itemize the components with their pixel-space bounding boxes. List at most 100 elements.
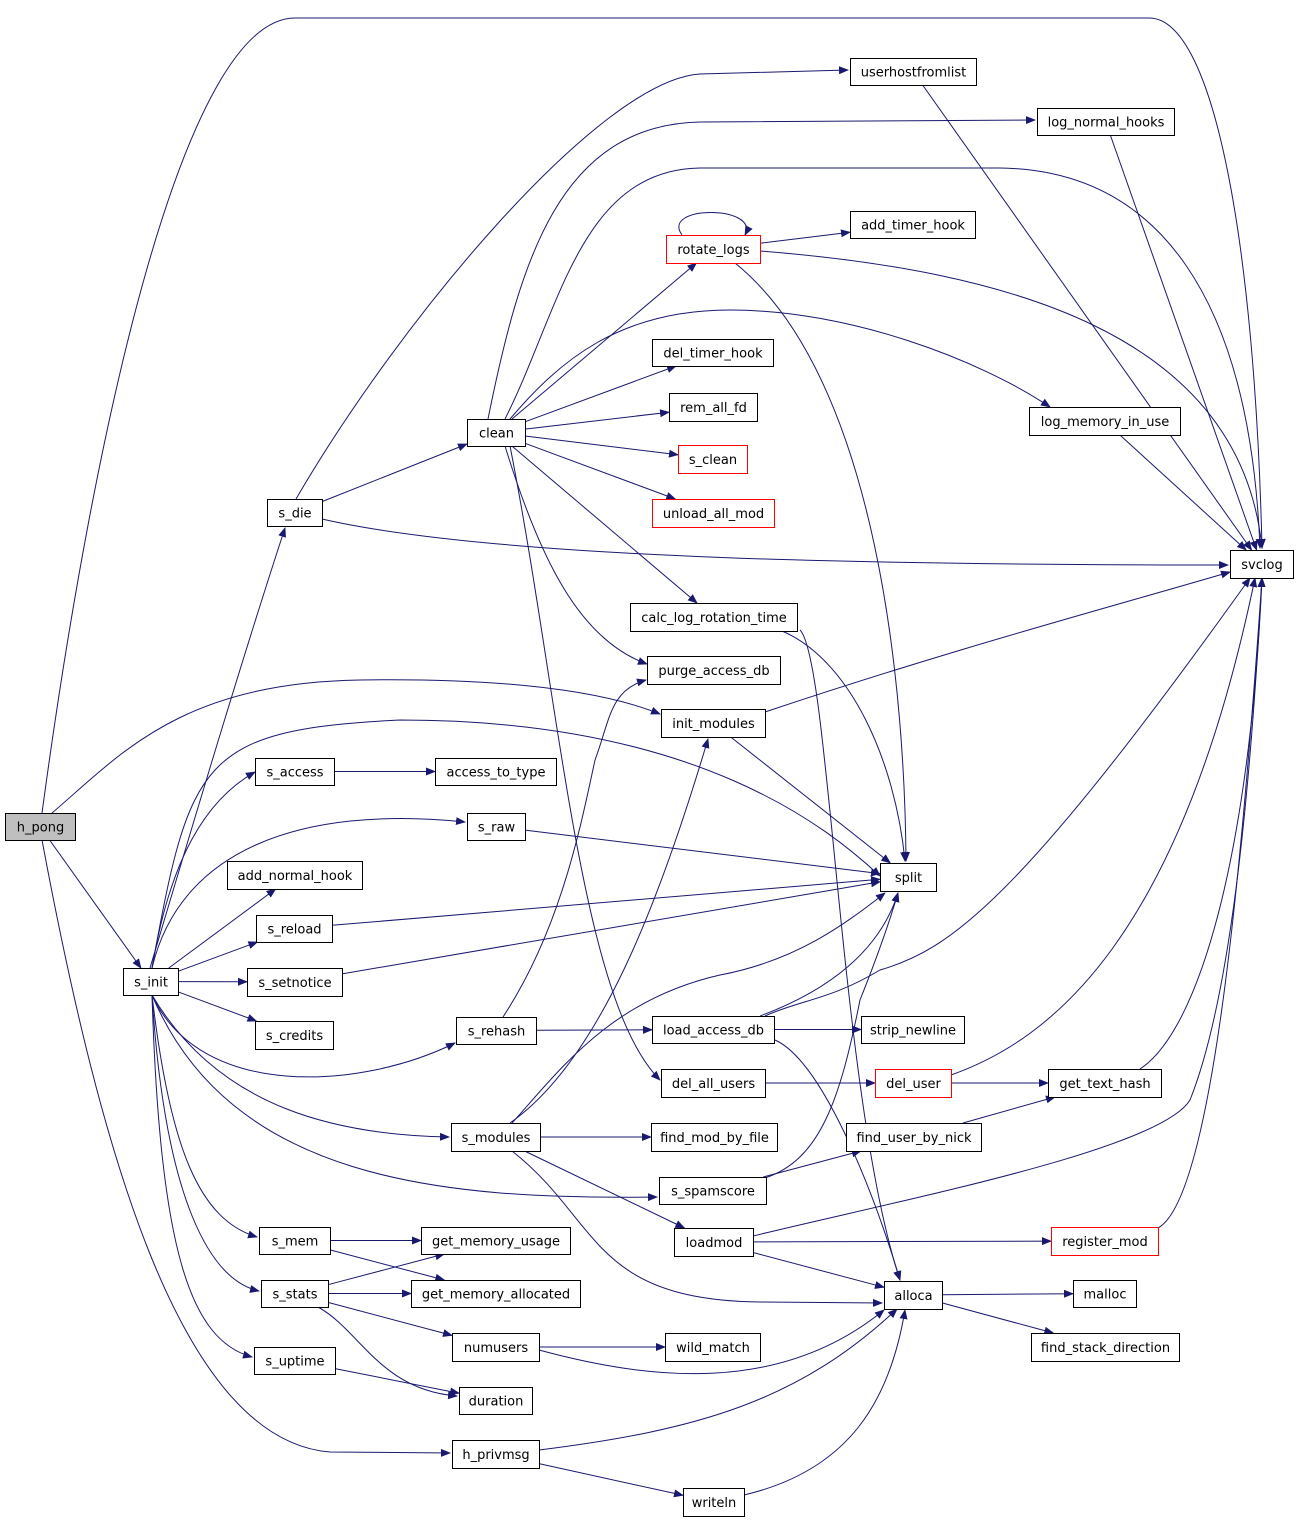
node-label: add_timer_hook: [861, 219, 965, 234]
edge-line: [509, 309, 1051, 420]
node-label: s_setnotice: [258, 976, 331, 991]
node-s-die[interactable]: s_die: [267, 499, 323, 527]
edge-line: [504, 167, 1264, 549]
node-h-pong[interactable]: h_pong: [5, 813, 76, 841]
node-del-all-users[interactable]: del_all_users: [661, 1069, 766, 1098]
node-label: s_spamscore: [671, 1185, 755, 1200]
edge-clean-to-purge_access_db: [504, 445, 648, 665]
node-find-stack-direction[interactable]: find_stack_direction: [1031, 1333, 1180, 1362]
node-s-raw[interactable]: s_raw: [467, 813, 526, 841]
edge-line: [759, 892, 900, 1017]
edge-log_memory_in_use-to-svclog: [1119, 434, 1247, 551]
node-box: [647, 656, 781, 685]
node-add-normal-hook[interactable]: add_normal_hook: [227, 861, 363, 890]
node-strip-newline[interactable]: strip_newline: [861, 1016, 965, 1044]
node-split[interactable]: split: [880, 863, 937, 892]
node-box: [652, 499, 775, 528]
node-load-access-db[interactable]: load_access_db: [652, 1016, 775, 1044]
edge-loadmod-to-register_mod: [752, 1237, 1052, 1246]
node-box: [678, 445, 748, 474]
node-label: h_privmsg: [462, 1448, 529, 1463]
node-calc-log-rotation-time[interactable]: calc_log_rotation_time: [630, 603, 798, 632]
node-s-modules[interactable]: s_modules: [451, 1123, 541, 1152]
node-rem-all-fd[interactable]: rem_all_fd: [669, 393, 758, 422]
node-label: s_die: [278, 507, 311, 522]
edge-s_reload-to-split: [331, 876, 881, 926]
node-box: [256, 915, 333, 943]
node-loadmod[interactable]: loadmod: [674, 1228, 754, 1257]
node-del-timer-hook[interactable]: del_timer_hook: [652, 339, 774, 367]
edge-clean-to-calc_log_rotation_time: [511, 445, 698, 604]
node-label: init_modules: [672, 717, 755, 732]
edge-line: [502, 678, 647, 1018]
edge-line: [177, 941, 259, 972]
node-s-credits[interactable]: s_credits: [255, 1021, 334, 1050]
node-s-setnotice[interactable]: s_setnotice: [247, 968, 343, 997]
node-label: del_timer_hook: [663, 347, 763, 362]
node-box: [880, 863, 937, 892]
node-box: [1048, 1069, 1162, 1098]
node-s-clean[interactable]: s_clean: [678, 445, 748, 474]
node-label: s_uptime: [265, 1355, 324, 1370]
node-s-spamscore[interactable]: s_spamscore: [659, 1177, 767, 1205]
node-s-reload[interactable]: s_reload: [256, 915, 333, 943]
node-box: [674, 1228, 754, 1257]
node-numusers[interactable]: numusers: [452, 1333, 540, 1362]
node-purge-access-db[interactable]: purge_access_db: [647, 656, 781, 685]
node-s-init[interactable]: s_init: [123, 968, 179, 996]
node-find-user-by-nick[interactable]: find_user_by_nick: [846, 1123, 982, 1152]
node-label: strip_newline: [870, 1024, 956, 1039]
node-init-modules[interactable]: init_modules: [661, 709, 766, 738]
node-h-privmsg[interactable]: h_privmsg: [452, 1440, 540, 1469]
node-box: [435, 758, 557, 786]
node-s-access[interactable]: s_access: [255, 758, 335, 786]
edge-loadmod-to-svclog: [752, 577, 1266, 1237]
edge-line: [504, 445, 648, 665]
node-log-memory-in-use[interactable]: log_memory_in_use: [1029, 407, 1181, 436]
edge-clean-to-del_timer_hook: [524, 365, 677, 423]
node-add-timer-hook[interactable]: add_timer_hook: [850, 211, 976, 239]
node-box: [850, 211, 976, 239]
node-access-to-type[interactable]: access_to_type: [435, 758, 557, 786]
edge-line: [295, 66, 849, 500]
node-wild-match[interactable]: wild_match: [665, 1333, 761, 1362]
edge-s_init-to-s_modules: [151, 994, 450, 1141]
edge-s_setnotice-to-split: [341, 879, 881, 975]
node-alloca[interactable]: alloca: [884, 1281, 943, 1310]
edge-line: [678, 212, 753, 236]
edge-line: [763, 1149, 862, 1178]
node-label: get_memory_allocated: [422, 1288, 570, 1303]
node-unload-all-mod[interactable]: unload_all_mod: [652, 499, 775, 528]
edge-line: [151, 817, 466, 969]
node-writeln[interactable]: writeln: [683, 1488, 745, 1517]
node-s-stats[interactable]: s_stats: [261, 1280, 329, 1308]
edge-s_stats-to-duration: [317, 1306, 458, 1400]
node-get-memory-usage[interactable]: get_memory_usage: [421, 1227, 571, 1255]
node-find-mod-by-file[interactable]: find_mod_by_file: [651, 1123, 778, 1152]
node-rotate-logs[interactable]: rotate_logs: [666, 235, 761, 264]
node-userhostfromlist[interactable]: userhostfromlist: [850, 58, 977, 86]
edge-line: [168, 888, 277, 969]
node-clean[interactable]: clean: [467, 419, 526, 447]
node-log-normal-hooks[interactable]: log_normal_hooks: [1037, 108, 1175, 136]
edge-line: [535, 1025, 653, 1034]
node-get-text-hash[interactable]: get_text_hash: [1048, 1069, 1162, 1098]
node-malloc[interactable]: malloc: [1073, 1280, 1137, 1308]
edge-load_access_db-to-alloca: [774, 1039, 902, 1281]
node-s-rehash[interactable]: s_rehash: [456, 1017, 537, 1045]
edge-line: [329, 1249, 446, 1282]
edge-line: [487, 116, 1036, 420]
node-duration[interactable]: duration: [459, 1387, 533, 1415]
edge-s_mem-to-get_memory_allocated: [329, 1249, 446, 1282]
node-get-memory-allocated[interactable]: get_memory_allocated: [411, 1280, 581, 1308]
node-del-user[interactable]: del_user: [875, 1069, 952, 1098]
node-s-mem[interactable]: s_mem: [259, 1227, 331, 1255]
edge-line: [941, 1302, 1055, 1335]
node-label: s_modules: [462, 1131, 531, 1146]
edge-line: [151, 719, 881, 969]
node-s-uptime[interactable]: s_uptime: [254, 1347, 336, 1375]
node-register-mod[interactable]: register_mod: [1051, 1227, 1159, 1256]
node-svclog[interactable]: svclog: [1230, 550, 1294, 579]
edge-line: [151, 994, 450, 1141]
